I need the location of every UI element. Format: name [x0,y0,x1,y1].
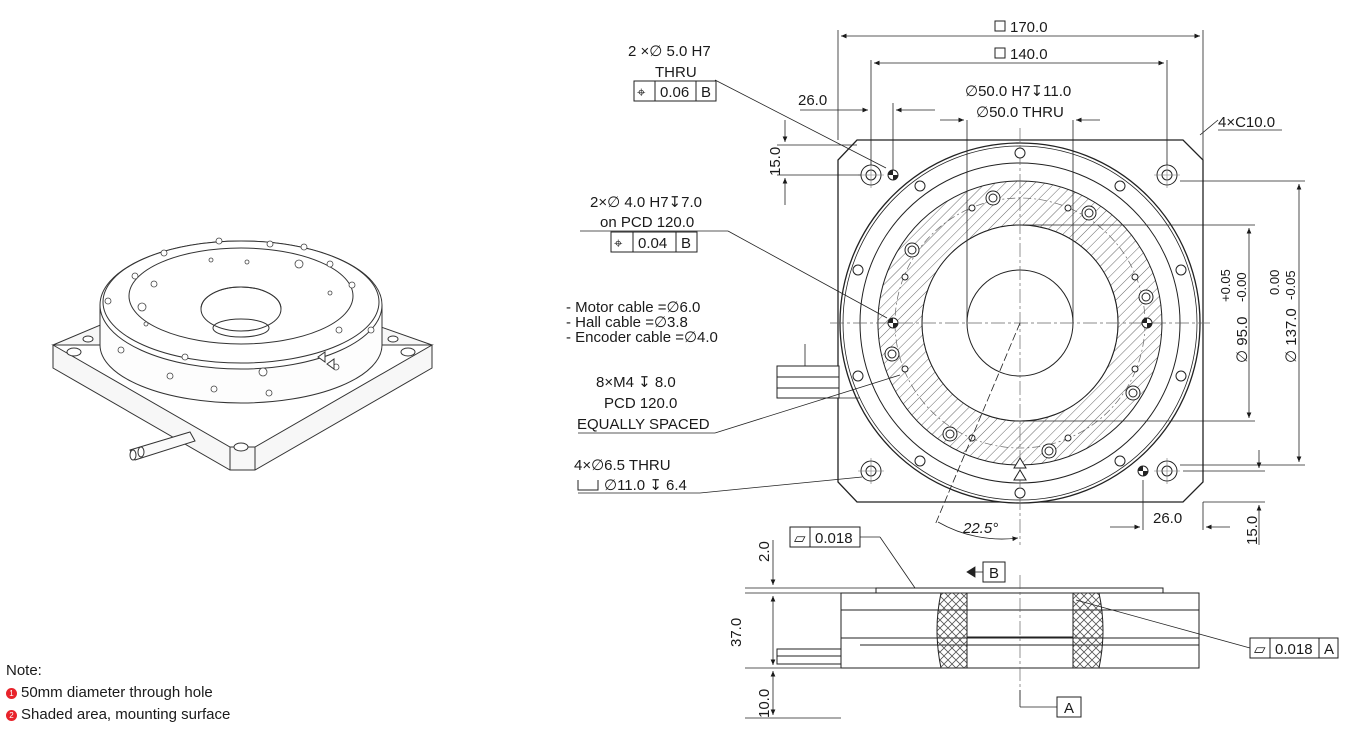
flat-side-val: 0.018 [1275,641,1313,658]
dim-angle: 22.5° [962,520,998,537]
pcd-hole-fcf-val: 0.04 [638,235,667,252]
pin-hole-line2: THRU [655,64,697,81]
cable-encoder: - Encoder cable =∅4.0 [566,329,718,346]
dim-h37: 37.0 [728,618,745,647]
dim-d137: ∅ 137.0 [1283,308,1300,363]
cable-motor: - Motor cable =∅6.0 [566,299,700,316]
dim-sq170: 170.0 [1010,19,1048,36]
note-item-2-text: Shaded area, mounting surface [21,706,231,723]
pcd-hole-fcf-sym: ⌖ [614,235,623,252]
dim-d95: ∅ 95.0 [1234,317,1251,363]
thru-line2: ∅11.0 ↧ 6.4 [604,477,687,494]
dimension-labels: 170.0 140.0 26.0 15.0 4×C10.0 ∅50.0 H7↧1… [728,19,1300,718]
note-item-2: 2 Shaded area, mounting surface [6,704,230,726]
pcd-hole-fcf-ref: B [681,235,691,252]
pin-hole-line1: 2 ×∅ 5.0 H7 [628,43,711,60]
dim-26-top: 26.0 [798,92,827,109]
isometric-view [51,237,434,471]
dim-hole50: ∅50.0 H7↧11.0 [965,83,1071,100]
dim-15-top: 15.0 [767,147,784,176]
note-block: Note: 1 50mm diameter through hole 2 Shade… [6,660,230,726]
dimension-lines [578,30,1305,545]
side-dimension-lines [745,536,1251,719]
note-item-1-text: 50mm diameter through hole [21,684,213,701]
dim-26-bottom: 26.0 [1153,510,1182,527]
pin-hole-fcf-val: 0.06 [660,84,689,101]
dim-d95-tol-lo: -0.00 [1234,272,1249,302]
callout-labels: 2 ×∅ 5.0 H7 THRU ⌖ 0.06 B 2×∅ 4.0 H7↧7.0… [566,43,1339,718]
pcd-hole-line2: on PCD 120.0 [600,214,694,231]
tapped-line2: PCD 120.0 [604,395,677,412]
dim-sq140: 140.0 [1010,46,1048,63]
pin-hole-fcf-ref: B [701,84,711,101]
marker-1-icon: 1 [6,688,17,699]
dim-chamfer: 4×C10.0 [1218,114,1275,131]
tapped-line1: 8×M4 ↧ 8.0 [596,374,676,391]
dim-h2: 2.0 [756,541,773,562]
marker-2-icon: 2 [6,710,17,721]
tapped-line3: EQUALLY SPACED [577,416,710,433]
dim-d137-tol-lo: -0.05 [1283,270,1298,300]
dim-hole50-thru: ∅50.0 THRU [976,104,1064,121]
note-title: Note: [6,662,42,679]
thru-line1: 4×∅6.5 THRU [574,457,671,474]
dim-15-bottom: 15.0 [1244,516,1261,545]
pin-hole-fcf-sym: ⌖ [637,84,646,101]
datum-b: B [989,565,999,582]
flat-side-sym: ⏥ [1254,641,1266,658]
top-view [776,128,1210,545]
note-item-1: 1 50mm diameter through hole [6,682,230,704]
flat-top-val: 0.018 [815,530,853,547]
flat-side-ref: A [1324,641,1334,658]
dim-d95-tol-up: +0.05 [1218,269,1233,302]
dim-h10: 10.0 [756,689,773,718]
dim-d137-tol-up: 0.00 [1267,270,1282,295]
pcd-hole-line1: 2×∅ 4.0 H7↧7.0 [590,194,702,211]
cable-hall: - Hall cable =∅3.8 [566,314,688,331]
side-view [776,575,1200,700]
datum-a: A [1064,700,1074,717]
flat-top-sym: ⏥ [794,530,806,547]
